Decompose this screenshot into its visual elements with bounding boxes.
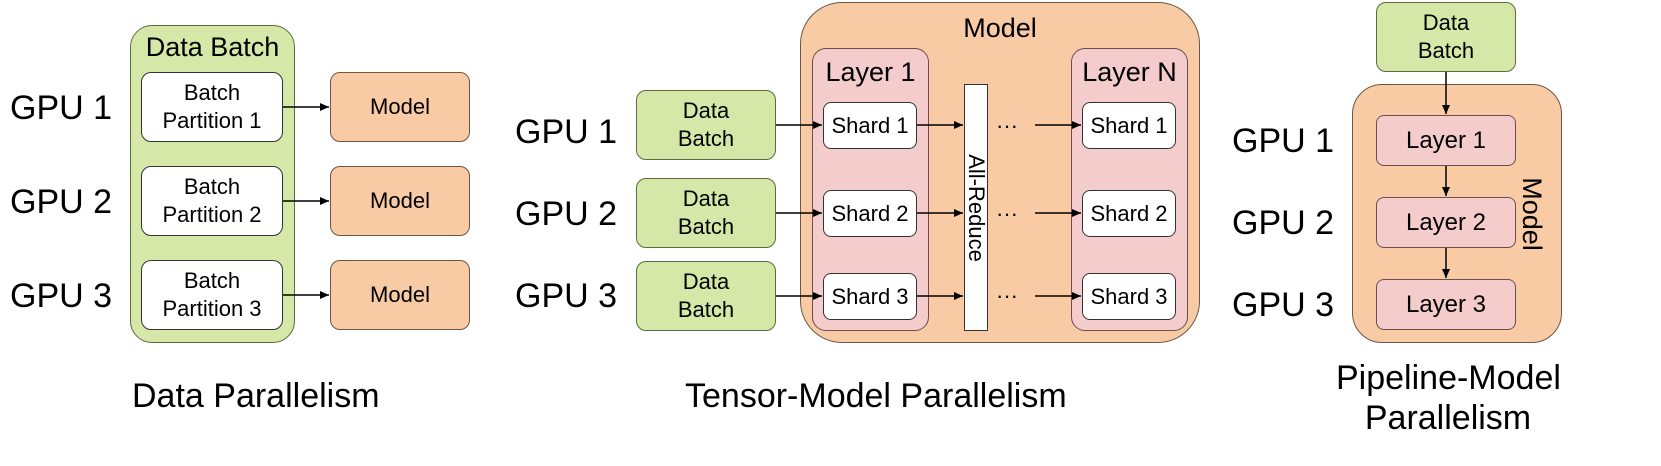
pipeline-layer-1: Layer 1 — [1376, 115, 1516, 166]
gpu-3-label: GPU 3 — [10, 277, 113, 315]
layer-1-title: Layer 1 — [825, 57, 916, 87]
all-reduce-bar: All-Reduce — [964, 84, 989, 331]
gpu-3-label: GPU 3 — [515, 277, 618, 315]
data-parallelism-caption: Data Parallelism — [132, 377, 380, 415]
gpu-1-label: GPU 1 — [10, 89, 113, 127]
layer1-shard-2: Shard 2 — [823, 190, 917, 237]
model-box-3: Model — [330, 260, 470, 330]
tensor-parallelism-caption: Tensor-Model Parallelism — [685, 377, 1067, 415]
model-title: Model — [963, 13, 1037, 43]
gpu-1-label: GPU 1 — [515, 113, 618, 151]
data-batch-title: Data Batch — [145, 32, 280, 62]
gpu-2-label: GPU 2 — [10, 183, 113, 221]
gpu-3-label: GPU 3 — [1232, 286, 1335, 324]
layerN-shard-2: Shard 2 — [1082, 190, 1176, 237]
model-box-1: Model — [330, 72, 470, 142]
layerN-shard-3: Shard 3 — [1082, 273, 1176, 320]
gpu-2-label: GPU 2 — [1232, 204, 1335, 242]
pipeline-layer-3: Layer 3 — [1376, 279, 1516, 330]
layer1-shard-1: Shard 1 — [823, 102, 917, 149]
ellipsis-1: ··· — [996, 113, 1018, 138]
ellipsis-3: ··· — [996, 283, 1018, 308]
layer-n-title: Layer N — [1082, 57, 1177, 87]
layer1-shard-3: Shard 3 — [823, 273, 917, 320]
gpu-2-label: GPU 2 — [515, 195, 618, 233]
pipeline-parallelism-caption: Pipeline-Model Parallelism — [1336, 359, 1561, 437]
ellipsis-2: ··· — [996, 201, 1018, 226]
pipeline-layer-2: Layer 2 — [1376, 197, 1516, 248]
model-box-2: Model — [330, 166, 470, 236]
layerN-shard-1: Shard 1 — [1082, 102, 1176, 149]
gpu-1-label: GPU 1 — [1232, 122, 1335, 160]
